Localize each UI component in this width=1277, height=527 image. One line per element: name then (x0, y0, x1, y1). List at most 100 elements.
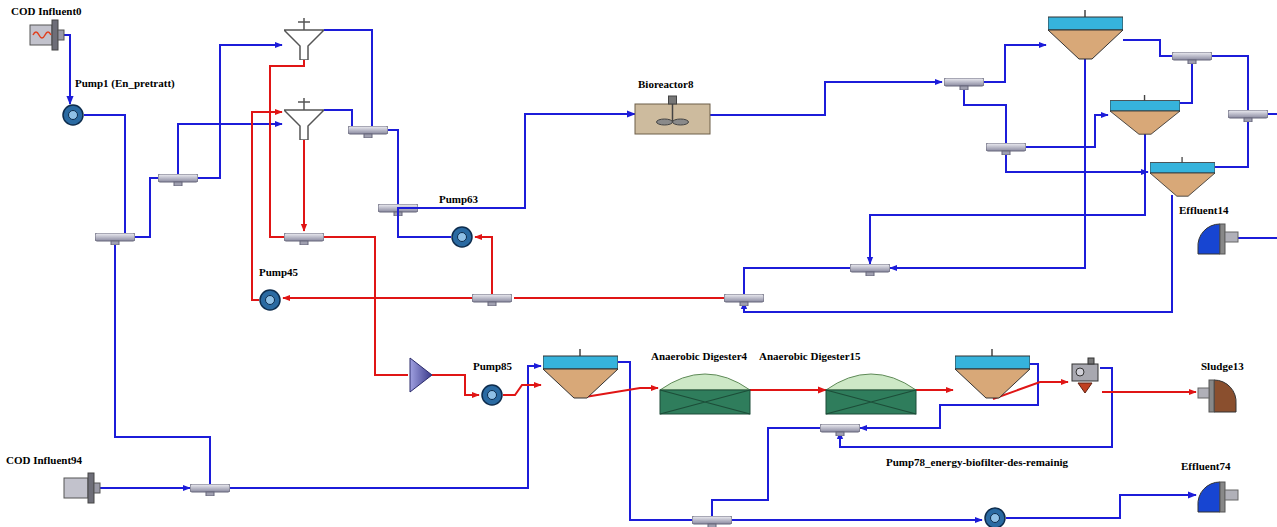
unit-label: Pump45 (258, 266, 299, 279)
dewatering-symbol (1088, 358, 1094, 364)
sludge-pipe (283, 297, 472, 299)
pipe-tee (95, 233, 135, 245)
primary-clarifier-symbol (284, 98, 324, 140)
unit-icon (660, 366, 750, 414)
unit-icon (826, 366, 916, 414)
unit-label: Sludge13 (1200, 360, 1245, 373)
unit-icon (1225, 232, 1238, 242)
unit-icon (1220, 224, 1225, 254)
water-pipe (890, 58, 1085, 268)
flow-connector (1006, 495, 1196, 518)
unit-label: Pump85 (472, 360, 513, 373)
unit-icon (481, 384, 503, 406)
sludge-pipe (475, 237, 492, 294)
dewatering-symbol (1072, 364, 1098, 381)
clarifier-symbol (543, 10, 1215, 398)
water-pipe (324, 110, 352, 126)
water-pipe (388, 130, 398, 204)
pump-node: Pump45 (259, 289, 281, 311)
unit-icon (984, 507, 1006, 527)
unit-icon (58, 30, 64, 40)
unit-icon (63, 105, 83, 125)
unit-label: COD Influent0 (10, 5, 83, 18)
primary-clarifier-symbol (284, 18, 324, 60)
water-pipe (1123, 40, 1172, 56)
water-pipe (870, 133, 1145, 264)
primary-clarifier-symbol (284, 18, 324, 140)
unit-icon (69, 111, 78, 120)
water-pipe (100, 487, 190, 489)
unit-icon (1198, 224, 1220, 254)
unit-icon (660, 390, 750, 414)
outlet-node: Sludge13 (1198, 378, 1238, 414)
unit-icon (660, 390, 750, 414)
water-pipe (115, 245, 210, 484)
water-pipe (732, 519, 982, 521)
unit-icon (985, 508, 1005, 527)
unit-label: Effluent14 (1178, 204, 1230, 217)
pipe-tee (724, 294, 764, 306)
pipe-tee (692, 516, 732, 527)
unit-icon (1196, 480, 1238, 514)
pipe-tee (284, 233, 324, 245)
unit-label: Effluent74 (1180, 460, 1232, 473)
unit-icon (1198, 380, 1236, 412)
unit-icon (259, 289, 281, 311)
pump-node: Pump1 (En_pretratt) (62, 104, 84, 126)
unit-icon (64, 473, 100, 503)
dewatering-symbol (1072, 358, 1098, 393)
unit-icon (452, 227, 472, 247)
unit-icon (1198, 482, 1238, 512)
pipe-tee (820, 424, 860, 436)
unit-icon (673, 119, 689, 125)
unit-label: Pump63 (438, 193, 479, 206)
flow-connector (64, 35, 70, 104)
pipe-tee (472, 294, 512, 306)
unit-label: COD Influent94 (5, 454, 83, 467)
pipe-tee (1228, 110, 1268, 122)
unit-icon (635, 104, 710, 134)
water-pipe (135, 178, 158, 237)
unit-icon (826, 390, 916, 414)
unit-icon (33, 32, 51, 38)
unit-icon (458, 233, 467, 242)
unit-label: Anaerobic Digester15 (758, 350, 862, 363)
influent-node: COD Influent94 (64, 473, 100, 503)
unit-icon (1214, 380, 1236, 412)
unit-icon (991, 514, 1000, 523)
sludge-pipe (324, 237, 408, 375)
water-pipe (1026, 115, 1108, 147)
water-pipe (230, 366, 541, 488)
unit-icon (826, 374, 916, 390)
bioreactor-node: Bioreactor8 (635, 96, 710, 134)
pump-node: Pump78_energy-biofilter-des-remainig (984, 507, 1006, 527)
sludge-pipe (432, 375, 479, 395)
water-pipe (1212, 56, 1248, 110)
clarifier-symbol (1110, 95, 1180, 134)
unit-icon (1209, 380, 1214, 412)
dewatering-symbol (1076, 368, 1084, 376)
outlet-node: Effluent14 (1196, 222, 1238, 256)
influent-node: COD Influent0 (30, 20, 64, 50)
pipe-tee (1172, 52, 1212, 64)
water-pipe (324, 30, 372, 126)
water-pipe (984, 45, 1046, 82)
unit-icon (1225, 490, 1238, 500)
unit-icon (88, 473, 94, 503)
pump-node: Pump63 (451, 226, 473, 248)
dewatering-symbol (1078, 383, 1092, 393)
sludge-pipe (303, 140, 305, 231)
sludge-pipe (503, 385, 541, 395)
water-pipe (84, 30, 1277, 520)
water-pipe (1180, 60, 1192, 103)
unit-icon (482, 385, 502, 405)
unit-icon (657, 119, 673, 125)
flow-connector (750, 389, 826, 391)
pipe-tee (190, 484, 230, 496)
water-pipe (712, 428, 820, 516)
digester-node: Anaerobic Digester4 (660, 366, 750, 414)
unit-icon (1198, 388, 1209, 398)
water-pipe (710, 82, 942, 115)
unit-icon (1198, 224, 1238, 254)
water-pipe (1268, 113, 1277, 115)
